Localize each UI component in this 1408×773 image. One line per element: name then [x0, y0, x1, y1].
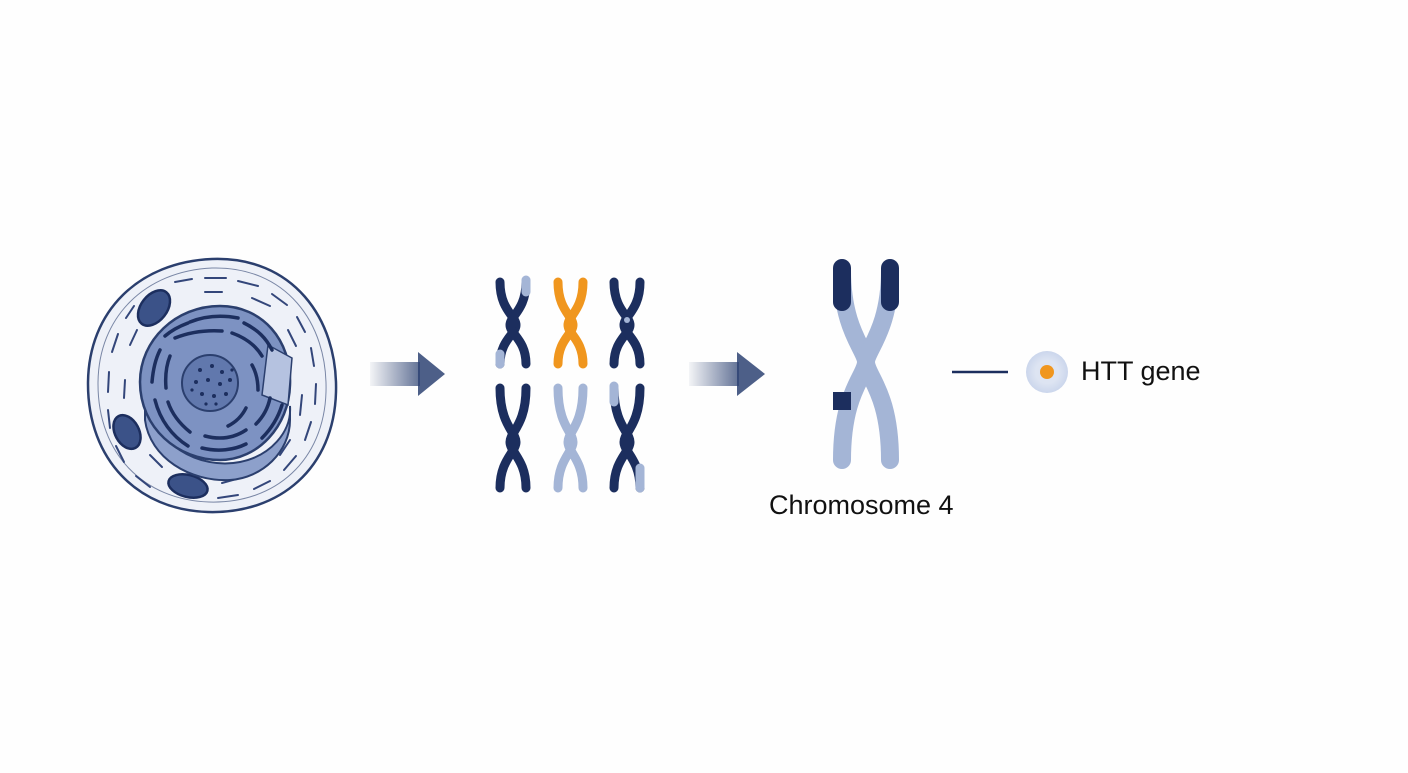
- chromosome: [609, 277, 645, 369]
- gene-locus-icon: [1026, 351, 1068, 393]
- karyotype-group: [495, 275, 645, 493]
- nucleolus-dots: [190, 364, 234, 406]
- chromosome: [495, 275, 531, 369]
- chromosome: [609, 381, 645, 493]
- mitochondrion: [136, 289, 172, 327]
- nucleolus: [181, 354, 239, 412]
- chromosome-4: [833, 259, 899, 469]
- gene-label: HTT gene: [1081, 356, 1201, 386]
- chromosome: [553, 383, 588, 493]
- chromosome: [495, 383, 531, 493]
- arrow-right-icon: [689, 352, 765, 396]
- chromatin-strands: [150, 314, 284, 452]
- mitochondrion: [167, 473, 209, 499]
- chromosome-label: Chromosome 4: [769, 490, 954, 520]
- cell-icon: [86, 257, 338, 514]
- arrow-right-icon: [370, 352, 445, 396]
- chromosome-highlight: [553, 277, 588, 369]
- cytoplasm-strands: [107, 277, 317, 499]
- mitochondrion: [112, 413, 142, 451]
- nucleus-base: [144, 394, 292, 482]
- nucleus-cut: [261, 343, 293, 407]
- cell-membrane-inner: [97, 267, 327, 503]
